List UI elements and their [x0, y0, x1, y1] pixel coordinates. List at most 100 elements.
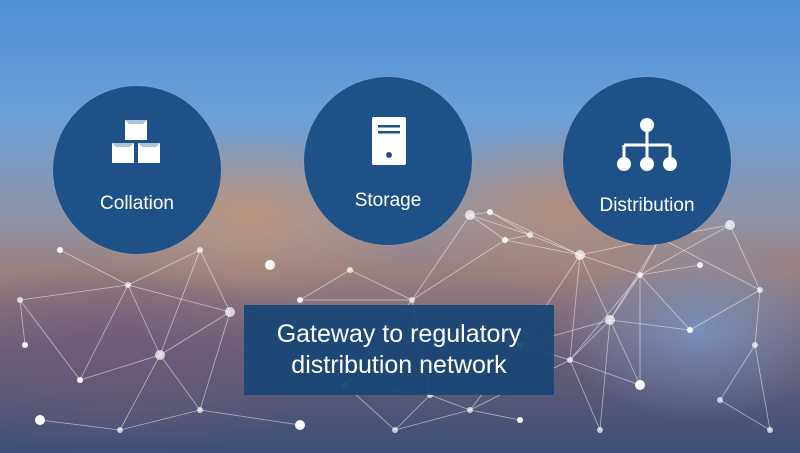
network-dot [77, 377, 83, 383]
network-link [569, 359, 601, 431]
network-link [639, 274, 691, 331]
cubes-icon [112, 120, 160, 163]
network-link [469, 214, 506, 241]
network-link [719, 399, 771, 431]
network-link [639, 264, 701, 276]
network-dot [155, 350, 165, 360]
network-link [59, 249, 129, 286]
network-link [689, 289, 761, 331]
network-dot [697, 262, 703, 268]
collation-node: Collation [53, 86, 221, 254]
network-dot [465, 210, 475, 220]
network-link [159, 249, 201, 356]
network-link [489, 211, 531, 236]
network-dot [635, 380, 645, 390]
network-dot [637, 272, 643, 278]
network-dot [752, 342, 758, 348]
network-dot [225, 307, 235, 317]
network-dot [35, 415, 45, 425]
network-dot [57, 247, 63, 253]
network-link [754, 344, 771, 431]
network-link [349, 269, 413, 301]
network-dot [117, 427, 123, 433]
network-link [119, 354, 161, 431]
distribution-label: Distribution [599, 195, 695, 216]
network-link [79, 284, 129, 381]
network-dot [295, 420, 305, 430]
network-dot [567, 357, 573, 363]
network-dot [409, 297, 415, 303]
network-dot [597, 427, 603, 433]
collation-label: Collation [100, 193, 174, 214]
network-dot [347, 267, 353, 273]
network-link [504, 234, 531, 241]
network-link [199, 409, 301, 426]
network-link [639, 224, 731, 276]
network-dot [197, 407, 203, 413]
banner-line-2: distribution network [291, 351, 507, 379]
network-dot [575, 250, 585, 260]
network-dot [487, 209, 493, 215]
network-link [394, 394, 431, 431]
server-icon [372, 117, 406, 165]
network-link [19, 299, 26, 346]
network-link [159, 311, 231, 356]
network-link [127, 284, 231, 313]
network-link [489, 211, 581, 256]
network-link [609, 319, 691, 331]
network-link [411, 214, 471, 301]
network-link [529, 234, 581, 256]
network-link [411, 239, 506, 301]
network-dot [687, 327, 693, 333]
network-link [569, 359, 641, 386]
network-dot [757, 287, 763, 293]
network-link [199, 311, 231, 411]
network-link [754, 289, 761, 346]
network-link [199, 249, 231, 313]
network-dot [502, 237, 508, 243]
network-link [79, 354, 161, 381]
network-link [579, 254, 641, 276]
storage-node: Storage [304, 77, 472, 245]
network-dot [297, 297, 303, 303]
network-link [569, 319, 611, 361]
network-link [127, 284, 161, 356]
distribution-node: Distribution [563, 77, 731, 245]
network-dot [125, 282, 131, 288]
network-link [659, 237, 761, 291]
network-dot [605, 315, 615, 325]
network-link [299, 269, 351, 301]
network-link [127, 249, 201, 286]
network-dot [767, 427, 773, 433]
network-link [469, 409, 521, 421]
network-dot [392, 427, 398, 433]
network-link [19, 299, 81, 381]
network-dot [265, 260, 275, 270]
network-link [119, 409, 201, 431]
network-link [729, 224, 761, 291]
hierarchy-icon [617, 118, 677, 171]
network-link [19, 284, 129, 301]
network-dot [197, 247, 203, 253]
network-dot [467, 407, 473, 413]
network-link [609, 237, 661, 321]
network-dot [22, 342, 28, 348]
network-dot [17, 297, 23, 303]
network-link [469, 214, 531, 236]
network-link [579, 254, 611, 321]
network-link [599, 319, 611, 431]
network-link [569, 254, 581, 361]
network-link [159, 354, 201, 411]
gateway-banner: Gateway to regulatory distribution netwo… [244, 305, 554, 395]
network-link [719, 344, 756, 401]
network-link [609, 319, 641, 386]
banner-line-1: Gateway to regulatory [276, 320, 522, 348]
network-link [504, 239, 581, 256]
network-link [429, 394, 471, 411]
network-link [394, 409, 471, 431]
network-dot [717, 397, 723, 403]
storage-label: Storage [354, 190, 422, 211]
network-dot [527, 232, 533, 238]
network-dot [725, 220, 735, 230]
